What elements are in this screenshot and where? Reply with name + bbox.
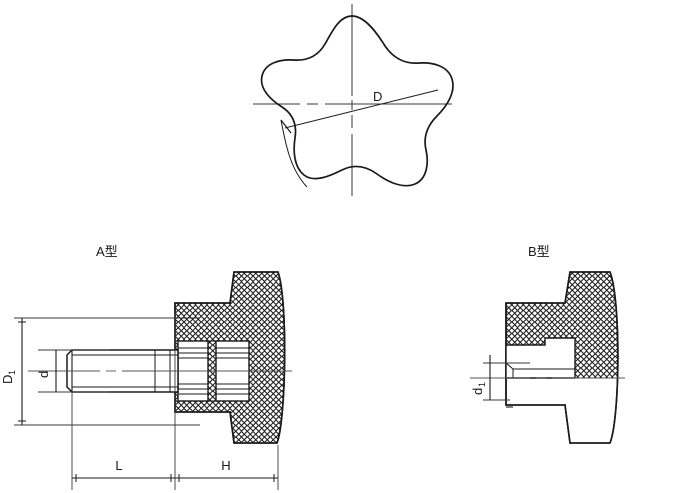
- top-view-star: D: [253, 4, 454, 196]
- star-knob-outline: [260, 15, 454, 187]
- knob-body-outline-a-top: [174, 271, 286, 444]
- label-D1: D: [0, 375, 15, 384]
- dimension-d: d: [36, 349, 110, 393]
- diameter-dimension-line: [284, 89, 439, 129]
- label-L: L: [115, 458, 122, 473]
- view-title-b: B型: [528, 244, 550, 259]
- label-d: d: [36, 371, 51, 378]
- dimension-D1: D 1: [0, 317, 200, 426]
- label-d1: d: [470, 388, 485, 395]
- dimension-L: L: [71, 312, 176, 490]
- dimension-H: H: [175, 445, 279, 490]
- section-view-a: D 1 d L H: [0, 271, 292, 490]
- diameter-arrow-tick-left: [280, 119, 292, 134]
- diameter-leader-arc: [280, 119, 308, 188]
- knob-body-outline-b-top: [505, 271, 619, 444]
- view-title-a: A型: [96, 244, 118, 259]
- label-H: H: [221, 458, 230, 473]
- label-D: D: [373, 89, 382, 104]
- dimension-d1: d 1: [470, 355, 530, 401]
- label-D1-subscript: 1: [7, 370, 17, 375]
- label-d1-subscript: 1: [477, 382, 487, 387]
